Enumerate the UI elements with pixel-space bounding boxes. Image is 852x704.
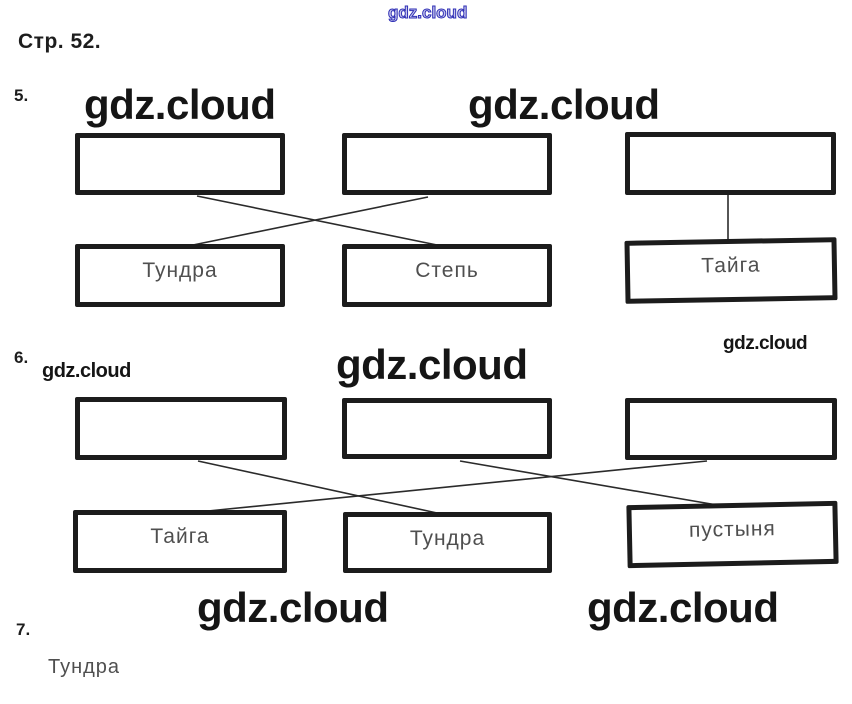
task6-answer-box-3: пустыня [626, 500, 839, 569]
task6-empty-box-3 [625, 398, 837, 460]
task6-number: 6. [14, 348, 29, 367]
task6-answer-label-3: пустыня [688, 517, 777, 542]
task5-answer-label-2: Степь [415, 259, 479, 282]
page-title: Стр. 52. [18, 30, 102, 53]
task6-watermark-center: gdz.cloud [336, 341, 528, 388]
task5-answer-label-3: Тайга [701, 253, 761, 278]
task5-watermark-right: gdz.cloud [468, 81, 660, 128]
task6-connector-top2-bottom3 [459, 460, 718, 506]
task6-answer-box-2: Тундра [343, 512, 552, 573]
task7-number: 7. [16, 620, 31, 639]
task6-answer-label-1: Тайга [150, 525, 210, 548]
task6-connector-top1-bottom2 [197, 460, 438, 514]
task5-answer-label-1: Тундра [142, 259, 218, 282]
task5-answer-box-1: Тундра [75, 244, 285, 307]
task6-watermark-right: gdz.cloud [723, 333, 808, 354]
task7-watermark-right: gdz.cloud [587, 584, 779, 631]
task7-watermark-left: gdz.cloud [197, 584, 389, 631]
task6-connector-top3-bottom1 [207, 460, 708, 512]
task5-answer-box-3: Тайга [624, 237, 838, 304]
task6-watermark-left: gdz.cloud [42, 360, 131, 382]
task5-empty-box-2 [342, 133, 552, 195]
task5-watermark-left: gdz.cloud [84, 81, 276, 128]
task5-connector-top2-bottom1 [192, 196, 429, 246]
task5-answer-box-2: Степь [342, 244, 552, 307]
task6-empty-box-2 [342, 398, 552, 459]
task7-answer: Тундра [48, 656, 121, 678]
task5-number: 5. [14, 86, 29, 105]
task5-connector-top1-bottom2 [196, 195, 438, 246]
task6-empty-box-1 [75, 397, 287, 460]
task5-empty-box-3 [625, 132, 836, 195]
task5-empty-box-1 [75, 133, 285, 195]
task6-answer-box-1: Тайга [73, 510, 287, 573]
task6-answer-label-2: Тундра [409, 527, 486, 550]
header-watermark: gdz.cloud [387, 3, 468, 23]
